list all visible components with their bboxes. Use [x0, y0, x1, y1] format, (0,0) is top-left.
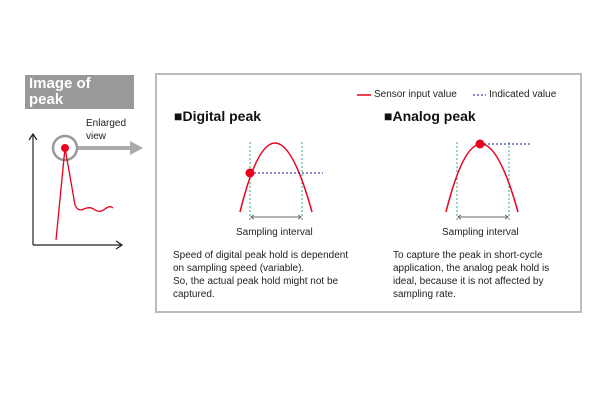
digital-description: Speed of digital peak hold is dependent …: [173, 249, 348, 301]
title-line2: peak detection: [29, 91, 96, 124]
enlarged-view-label: Enlarged view: [86, 117, 126, 143]
analog-description: To capture the peak in short-cycle appli…: [393, 249, 549, 301]
analog-interval-label: Sampling interval: [442, 227, 519, 238]
legend-indicated-label: Indicated value: [489, 89, 557, 100]
overview-peak-dot: [61, 144, 69, 152]
analog-peak-dot: [475, 139, 485, 149]
overview-axes: [28, 132, 124, 250]
zoom-circle: [51, 134, 79, 162]
digital-desc-line: on sampling speed (variable).: [173, 263, 305, 274]
detail-panel: [155, 73, 582, 313]
enlarged-line2: view: [86, 131, 107, 142]
digital-heading: ■Digital peak: [174, 108, 262, 124]
enlarged-line1: Enlarged: [86, 118, 127, 129]
digital-signal-curve: [239, 142, 313, 213]
analog-desc-line: sampling rate.: [393, 289, 456, 300]
overview-signal: [55, 147, 114, 241]
analog-chart: [445, 139, 530, 222]
digital-desc-line: So, the actual peak hold might not be: [173, 276, 339, 287]
digital-desc-line: Speed of digital peak hold is dependent: [173, 250, 349, 261]
analog-desc-line: To capture the peak in short-cycle: [393, 250, 543, 261]
digital-interval-label: Sampling interval: [236, 227, 313, 238]
digital-chart: [239, 142, 323, 222]
analog-desc-line: ideal, because it is not affected by: [393, 276, 544, 287]
analog-heading: ■Analog peak: [384, 108, 476, 124]
title-line1: Image of: [29, 75, 91, 92]
legend-sensor-label: Sensor input value: [374, 89, 457, 100]
analog-desc-line: application, the analog peak hold is: [393, 263, 550, 274]
enlarge-arrow: [78, 141, 143, 155]
digital-desc-line: captured.: [173, 289, 215, 300]
digital-sample-dot: [245, 168, 255, 178]
